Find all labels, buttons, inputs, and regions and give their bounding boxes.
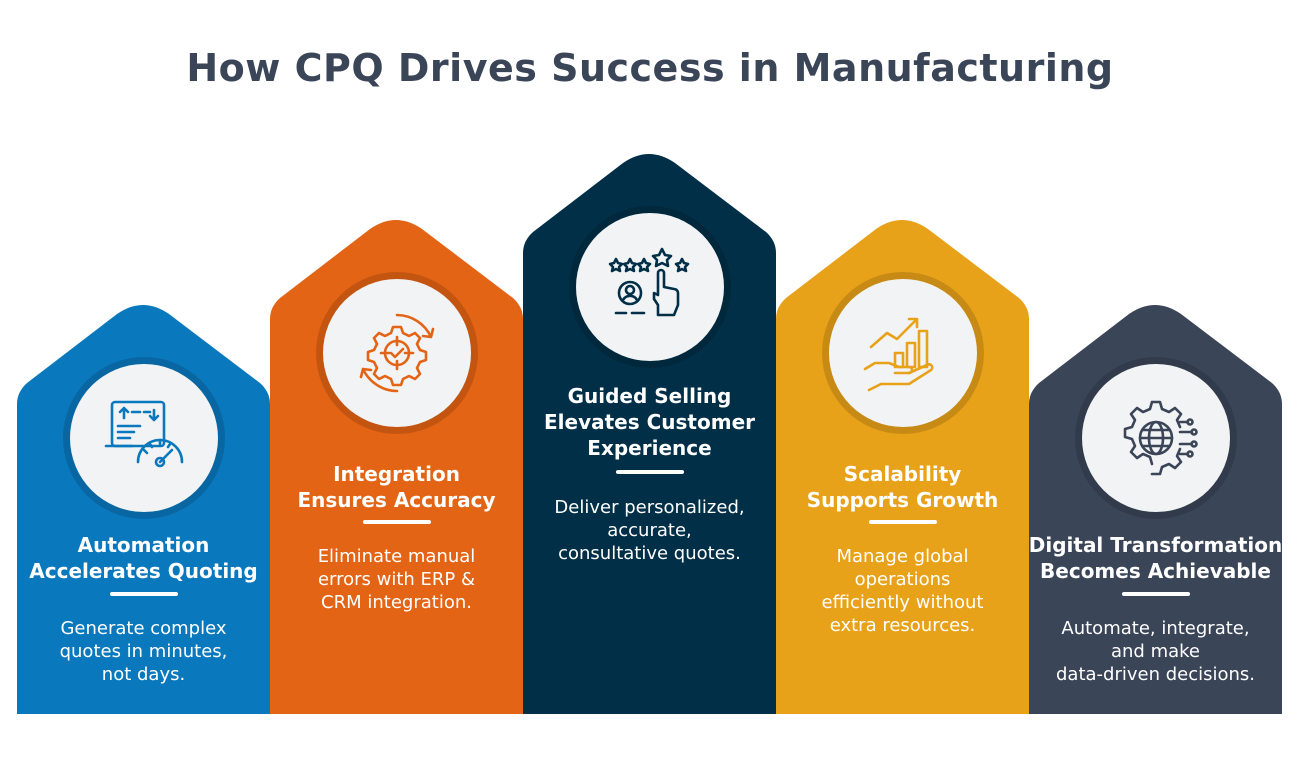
pillar-description: Generate complex quotes in minutes, not …: [59, 618, 228, 685]
pillar-automation: Automation Accelerates Quoting Generate …: [17, 304, 270, 714]
divider: [109, 592, 178, 596]
pillar-title: Digital Transformation Becomes Achievabl…: [1028, 533, 1283, 583]
star-rating-hand-icon: [575, 213, 724, 361]
page-title: How CPQ Drives Success in Manufacturing: [186, 46, 1114, 90]
pillar-guided-selling: Guided Selling Elevates Customer Experie…: [523, 153, 776, 714]
pillar-description: Manage global operations efficiently wit…: [821, 546, 984, 636]
divider: [1121, 592, 1190, 596]
pillar-title: Integration Ensures Accuracy: [297, 462, 496, 512]
pillar-description: Automate, integrate, and make data-drive…: [1055, 618, 1256, 685]
pillar-scalability: Scalability Supports Growth Manage globa…: [776, 219, 1029, 714]
pillar-digital-transformation: Digital Transformation Becomes Achievabl…: [1029, 304, 1282, 714]
globe-gear-circuit-icon: [1081, 364, 1230, 512]
pillar-title: Guided Selling Elevates Customer Experie…: [544, 384, 755, 460]
pillar-description: Eliminate manual errors with ERP & CRM i…: [317, 546, 476, 613]
divider: [868, 520, 937, 524]
gear-target-icon: [322, 279, 471, 427]
speedometer-document-icon: [69, 364, 218, 512]
pillar-integration: Integration Ensures Accuracy Eliminate m…: [270, 219, 523, 714]
divider: [615, 470, 684, 474]
growth-chart-hand-icon: [828, 279, 977, 427]
pillar-title: Scalability Supports Growth: [806, 462, 999, 512]
pillar-description: Deliver personalized, accurate, consulta…: [554, 497, 745, 564]
divider: [362, 520, 431, 524]
pillar-title: Automation Accelerates Quoting: [29, 533, 258, 583]
